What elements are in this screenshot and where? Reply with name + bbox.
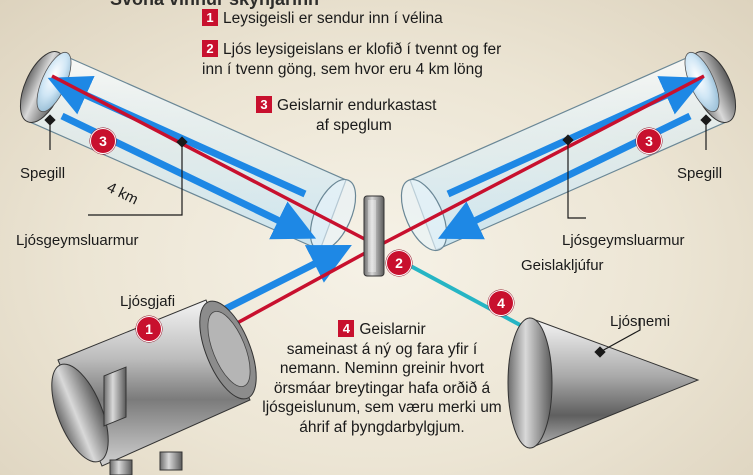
marker-1: 1 — [136, 316, 162, 342]
detector-cone — [507, 317, 700, 449]
step-2-text-line2: inn í tvenn göng, sem hvor eru 4 km löng — [202, 61, 483, 78]
left-arm-tube — [19, 51, 357, 252]
marker-4: 4 — [488, 290, 514, 316]
label-mirror-right: Spegill — [677, 165, 723, 182]
step-4-badge: 4 — [338, 320, 355, 337]
step-3-badge: 3 — [256, 96, 272, 113]
step-3-text-line2: af speglum — [316, 117, 392, 134]
label-source: Ljósgjafi — [120, 293, 176, 310]
marker-3-right: 3 — [636, 128, 662, 154]
label-arm-right: Ljósgeymsluarmur — [562, 232, 685, 249]
label-arm-left: Ljósgeymsluarmur — [16, 232, 139, 249]
title-fragment: Svona vinnur skynjarinn — [110, 0, 319, 9]
label-mirror-left: Spegill — [20, 165, 66, 182]
step-4-body: sameinast á ný og fara yfir í nemann. Ne… — [262, 340, 502, 436]
marker-2: 2 — [386, 250, 412, 276]
label-detector: Ljósnemi — [610, 313, 671, 330]
beam-splitter — [363, 195, 385, 277]
label-splitter: Geislakljúfur — [521, 257, 604, 274]
marker-3-left: 3 — [90, 128, 116, 154]
step-1-badge: 1 — [202, 9, 218, 26]
step-2-badge: 2 — [202, 40, 218, 57]
light-source — [51, 299, 257, 475]
